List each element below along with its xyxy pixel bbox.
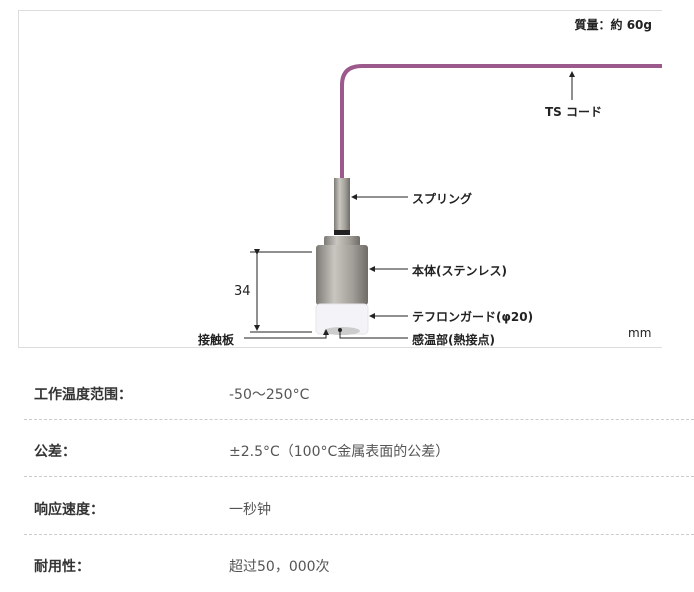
- spec-row: 耐用性： 超过50，000次: [24, 535, 694, 592]
- body: [316, 245, 368, 305]
- body-label: 本体(ステンレス): [412, 264, 507, 278]
- product-diagram: [18, 10, 662, 348]
- spring: [334, 178, 350, 230]
- spec-label: 公差：: [34, 444, 76, 460]
- spec-value: -50～250°C: [229, 387, 310, 403]
- sensor-label: 感温部(熱接点): [412, 333, 495, 347]
- dimension-value: 34: [234, 284, 251, 299]
- spec-row: 工作温度范围： -50～250°C: [24, 363, 694, 420]
- sensor-illustration: [244, 64, 662, 339]
- spec-value: 超过50，000次: [229, 559, 330, 575]
- spec-value: ±2.5°C（100°C金属表面的公差）: [229, 444, 450, 460]
- spec-label: 耐用性：: [34, 559, 90, 575]
- spring-label: スプリング: [412, 192, 473, 206]
- spec-row: 公差： ±2.5°C（100°C金属表面的公差）: [24, 420, 694, 477]
- guard-label: テフロンガード(φ20): [412, 310, 534, 324]
- spec-label: 响应速度：: [34, 502, 104, 518]
- spec-label: 工作温度范围：: [34, 387, 132, 403]
- contact-label: 接触板: [198, 333, 235, 347]
- unit-label: mm: [628, 326, 652, 340]
- spec-value: 一秒钟: [229, 502, 271, 518]
- weight-label: 質量：約 60g: [574, 18, 652, 32]
- cable-label: TS コード: [545, 105, 603, 119]
- cable: [340, 64, 662, 182]
- spec-row: 响应速度： 一秒钟: [24, 478, 694, 535]
